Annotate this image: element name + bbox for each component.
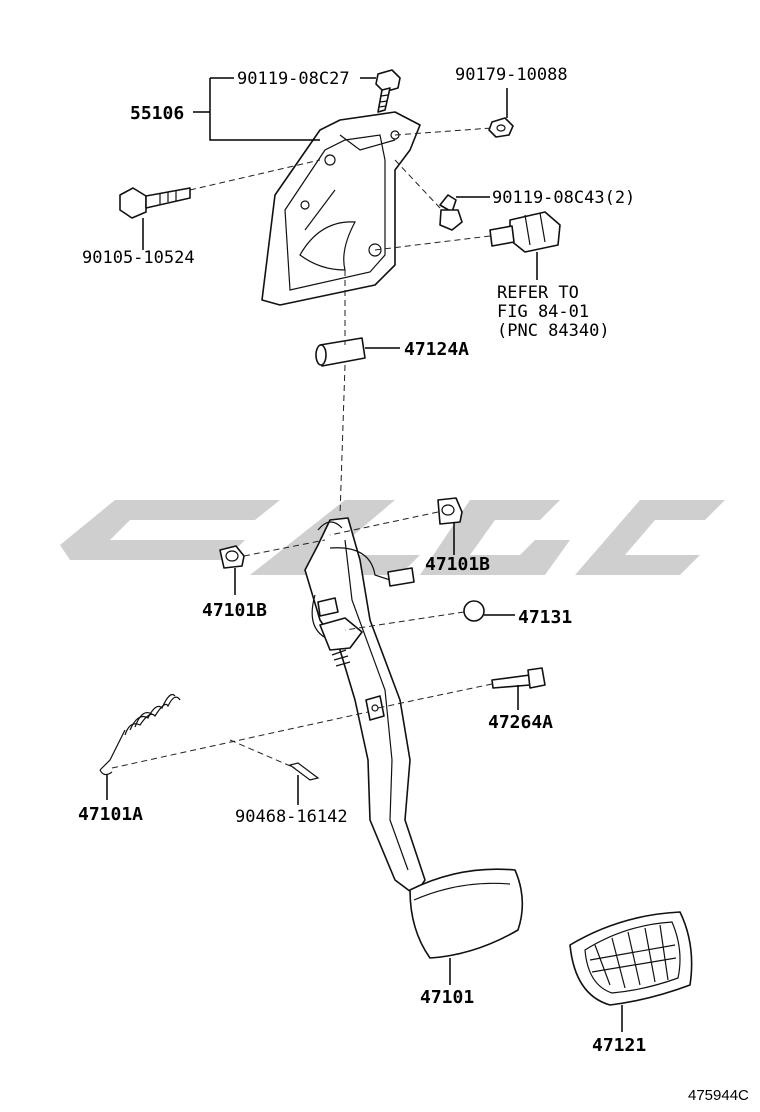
label-refer-2: FIG 84-01: [497, 302, 589, 322]
leader-lines: [106, 77, 623, 1032]
watermark-logo: [60, 500, 725, 575]
bolt-side: [439, 194, 463, 231]
label-bolt-side: 90119-08C43(2): [492, 188, 635, 208]
label-clip: 90468-16142: [235, 807, 348, 827]
label-bolt-top: 90119-08C27: [237, 69, 350, 89]
label-bushing-left: 47101B: [202, 600, 267, 621]
bolt-top: [375, 69, 401, 113]
collar: [315, 337, 366, 367]
nut-top: [488, 117, 514, 138]
label-collar: 47124A: [404, 339, 469, 360]
pedal-bracket: [261, 111, 421, 306]
assembly-lines: [111, 127, 493, 769]
return-spring: [99, 693, 181, 776]
clip: [288, 762, 320, 781]
bolt-long: [119, 187, 191, 219]
label-cushion: 47131: [518, 607, 572, 628]
bushing-left: [219, 545, 245, 569]
label-pedal: 47101: [420, 987, 474, 1008]
part-labels: 55106 90119-08C27 90179-10088 90119-08C4…: [78, 65, 749, 1104]
label-bracket: 55106: [130, 103, 184, 124]
stop-lamp-switch: [489, 211, 561, 253]
cushion: [463, 600, 485, 622]
label-refer-3: (PNC 84340): [497, 321, 610, 341]
pedal-pad: [569, 911, 693, 1006]
label-spring: 47101A: [78, 804, 143, 825]
label-pin: 47264A: [488, 712, 553, 733]
diagram-id: 475944C: [688, 1087, 749, 1104]
label-bushing-right: 47101B: [425, 554, 490, 575]
label-pad: 47121: [592, 1035, 646, 1056]
label-nut-top: 90179-10088: [455, 65, 568, 85]
brake-pedal: [304, 517, 524, 959]
pin: [491, 667, 546, 689]
label-bolt-long: 90105-10524: [82, 248, 195, 268]
label-refer-1: REFER TO: [497, 283, 579, 303]
bushing-right: [437, 497, 463, 525]
